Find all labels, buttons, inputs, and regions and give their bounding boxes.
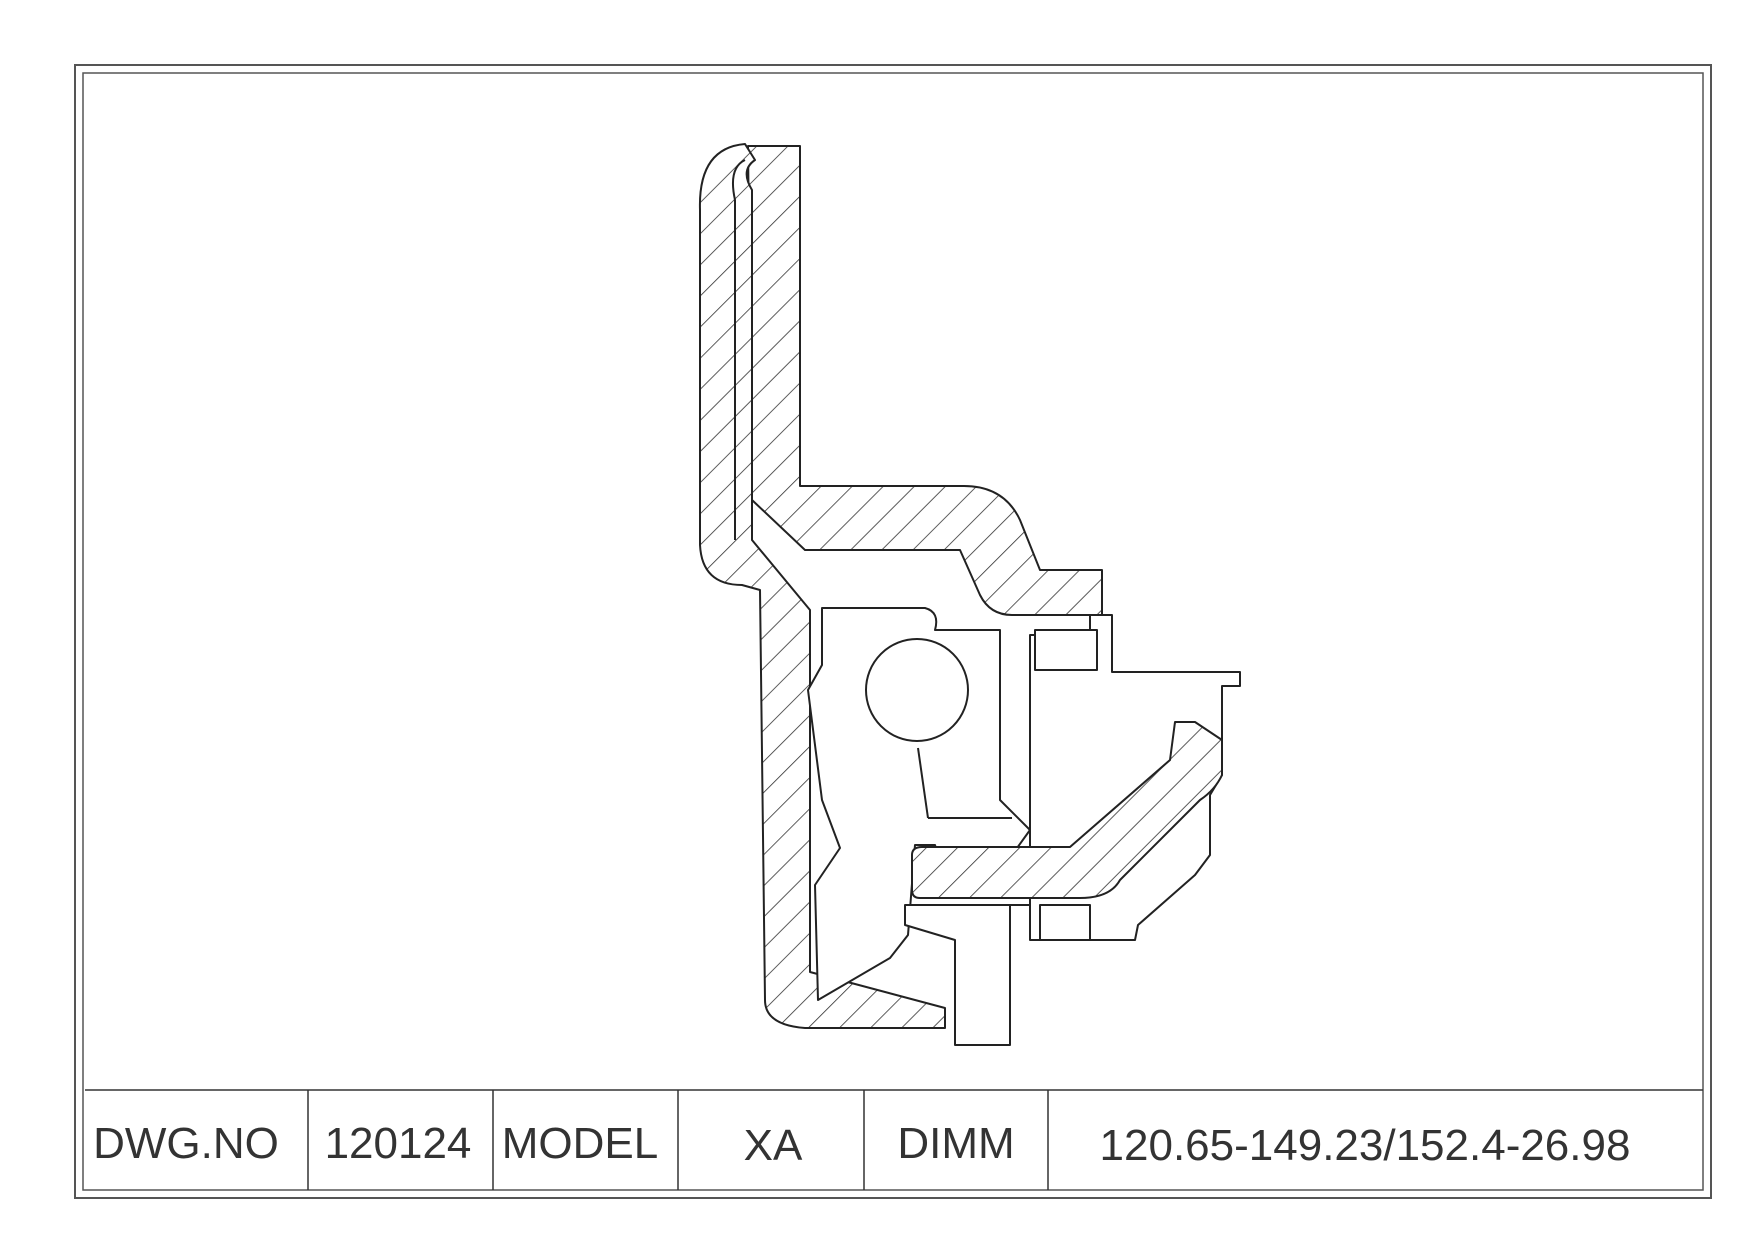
- rubber-outer-cover-inner-edge: [732, 159, 746, 540]
- rubber-outer-cover: [698, 143, 946, 1029]
- sheet-border-outer: [74, 64, 1712, 1199]
- dust-lip: [904, 614, 1241, 1046]
- inner-metal-insert: [911, 721, 1223, 899]
- outer-metal-case: [747, 145, 1103, 616]
- title-block: DWG.NO 120124 MODEL XA DIMM 120.65-149.2…: [85, 1089, 1703, 1190]
- sealing-lip-body: [807, 607, 1031, 1001]
- retainer-block-bottom: [1039, 904, 1091, 941]
- model-value: XA: [744, 1121, 803, 1170]
- sheet-border-inner: [82, 72, 1704, 1191]
- model-label: MODEL: [502, 1119, 658, 1168]
- dimm-label: DIMM: [897, 1119, 1014, 1168]
- retainer-block-top: [1034, 629, 1098, 671]
- dwg-no-label: DWG.NO: [93, 1119, 279, 1168]
- dimm-value: 120.65-149.23/152.4-26.98: [1100, 1121, 1631, 1170]
- lip-inner-line: [917, 747, 929, 819]
- dwg-no-value: 120124: [325, 1119, 472, 1168]
- garter-spring: [865, 638, 969, 742]
